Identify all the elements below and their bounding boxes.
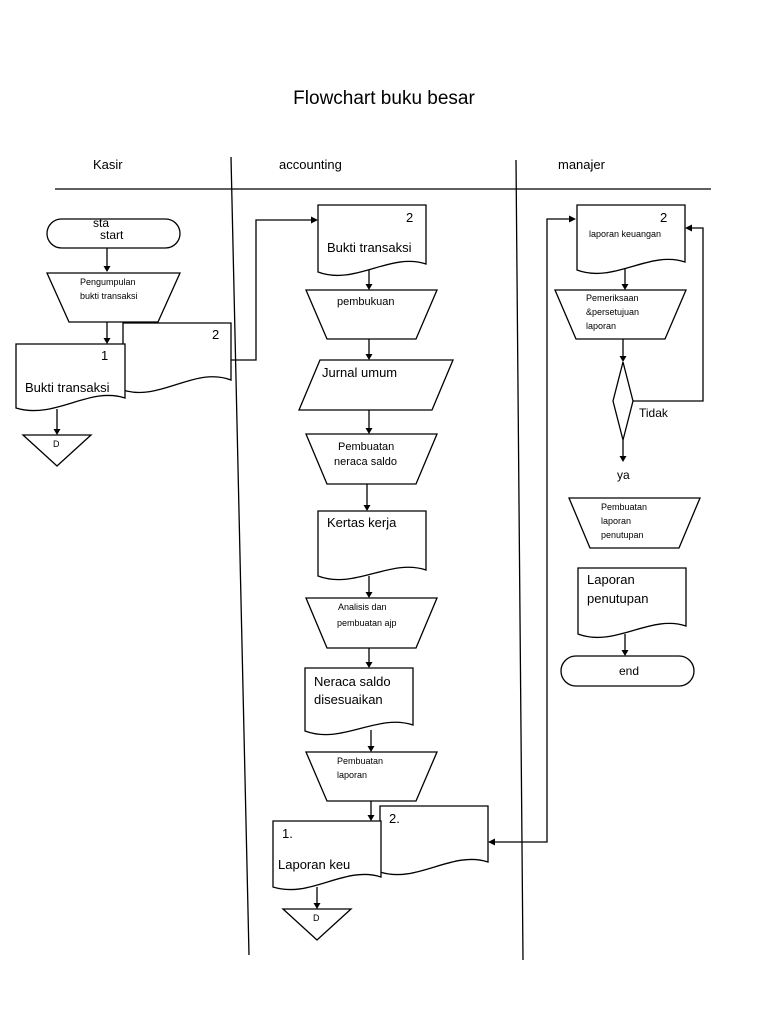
penutupan-label-3: penutupan bbox=[601, 530, 644, 540]
pemeriksaan-label-2: &persetujuan bbox=[586, 307, 639, 317]
pembuatan-laporan-label-1: Pembuatan bbox=[337, 756, 383, 766]
lane-header-kasir: Kasir bbox=[93, 157, 123, 172]
accounting-doc-num: 2 bbox=[406, 210, 413, 225]
pengumpulan-label-2: bukti transaksi bbox=[80, 291, 138, 301]
neraca-saldo-label-1: Pembuatan bbox=[338, 441, 394, 453]
pengumpulan-process bbox=[45, 272, 182, 323]
disesuaikan-doc bbox=[304, 667, 414, 736]
pembuatan-laporan-label-2: laporan bbox=[337, 770, 367, 780]
laporan-penutupan-label-1: Laporan bbox=[587, 572, 635, 587]
kasir-doc-2-num: 2 bbox=[212, 327, 219, 342]
neraca-saldo-process bbox=[305, 433, 438, 485]
kasir-doc-1-label: Bukti transaksi bbox=[25, 380, 110, 395]
end-terminator bbox=[560, 655, 695, 687]
pemeriksaan-label-1: Pemeriksaan bbox=[586, 293, 639, 303]
connector-manajer-laporan bbox=[495, 218, 569, 843]
end-label: end bbox=[619, 664, 639, 678]
ajp-label-2: pembuatan ajp bbox=[337, 618, 397, 628]
laporan-keu-doc-1-label: Laporan keu bbox=[278, 857, 350, 872]
penutupan-label-2: laporan bbox=[601, 516, 631, 526]
laporan-keu-doc-1-num: 1. bbox=[282, 826, 293, 841]
pemeriksaan-label-3: laporan bbox=[586, 321, 616, 331]
arrow-kasir-to-accounting bbox=[231, 219, 311, 361]
lane-divider-1 bbox=[230, 156, 250, 956]
accounting-offpage-label: D bbox=[313, 913, 320, 923]
laporan-keu-doc-2 bbox=[379, 805, 489, 876]
ya-label: ya bbox=[617, 468, 630, 482]
start-overlap-text: sta bbox=[93, 216, 109, 230]
pembukuan-process bbox=[305, 289, 438, 340]
manajer-doc-label: laporan keuangan bbox=[589, 229, 661, 239]
disesuaikan-label-2: disesuaikan bbox=[314, 692, 383, 707]
accounting-doc-bukti bbox=[317, 204, 427, 277]
jurnal-umum-label: Jurnal umum bbox=[322, 365, 397, 380]
kasir-doc-1 bbox=[15, 343, 126, 412]
arrow-tidak-loop bbox=[633, 227, 704, 402]
start-terminator bbox=[46, 218, 181, 249]
ajp-process bbox=[305, 597, 438, 649]
kasir-offpage-connector bbox=[21, 434, 93, 467]
kasir-offpage-label: D bbox=[53, 439, 60, 449]
pembuatan-laporan-process bbox=[305, 751, 438, 802]
pemeriksaan-process bbox=[554, 289, 687, 340]
accounting-doc-label: Bukti transaksi bbox=[327, 240, 412, 255]
penutupan-label-1: Pembuatan bbox=[601, 502, 647, 512]
penutupan-process bbox=[568, 497, 701, 549]
laporan-keu-doc-1 bbox=[272, 820, 382, 891]
lane-divider-2 bbox=[515, 159, 524, 961]
tidak-label: Tidak bbox=[639, 406, 669, 420]
kasir-doc-1-num: 1 bbox=[101, 348, 108, 363]
jurnal-umum-data bbox=[298, 359, 454, 411]
laporan-penutupan-doc bbox=[577, 567, 687, 639]
lane-header-manajer: manajer bbox=[558, 157, 606, 172]
neraca-saldo-label-2: neraca saldo bbox=[334, 456, 397, 468]
laporan-keu-doc-2-num: 2. bbox=[389, 811, 400, 826]
start-label: start bbox=[100, 228, 124, 242]
pembukuan-label: pembukuan bbox=[337, 296, 395, 308]
laporan-penutupan-label-2: penutupan bbox=[587, 591, 648, 606]
manajer-doc-laporan bbox=[576, 204, 686, 275]
pengumpulan-label-1: Pengumpulan bbox=[80, 277, 136, 287]
approval-decision bbox=[612, 361, 634, 441]
kertas-kerja-label: Kertas kerja bbox=[327, 515, 397, 530]
page-title: Flowchart buku besar bbox=[293, 88, 475, 109]
kertas-kerja-doc bbox=[317, 510, 427, 581]
disesuaikan-label-1: Neraca saldo bbox=[314, 674, 391, 689]
manajer-doc-num: 2 bbox=[660, 210, 667, 225]
lane-header-accounting: accounting bbox=[279, 157, 342, 172]
accounting-offpage-connector bbox=[281, 908, 353, 941]
ajp-label-1: Analisis dan bbox=[338, 602, 387, 612]
kasir-doc-2 bbox=[122, 322, 232, 394]
